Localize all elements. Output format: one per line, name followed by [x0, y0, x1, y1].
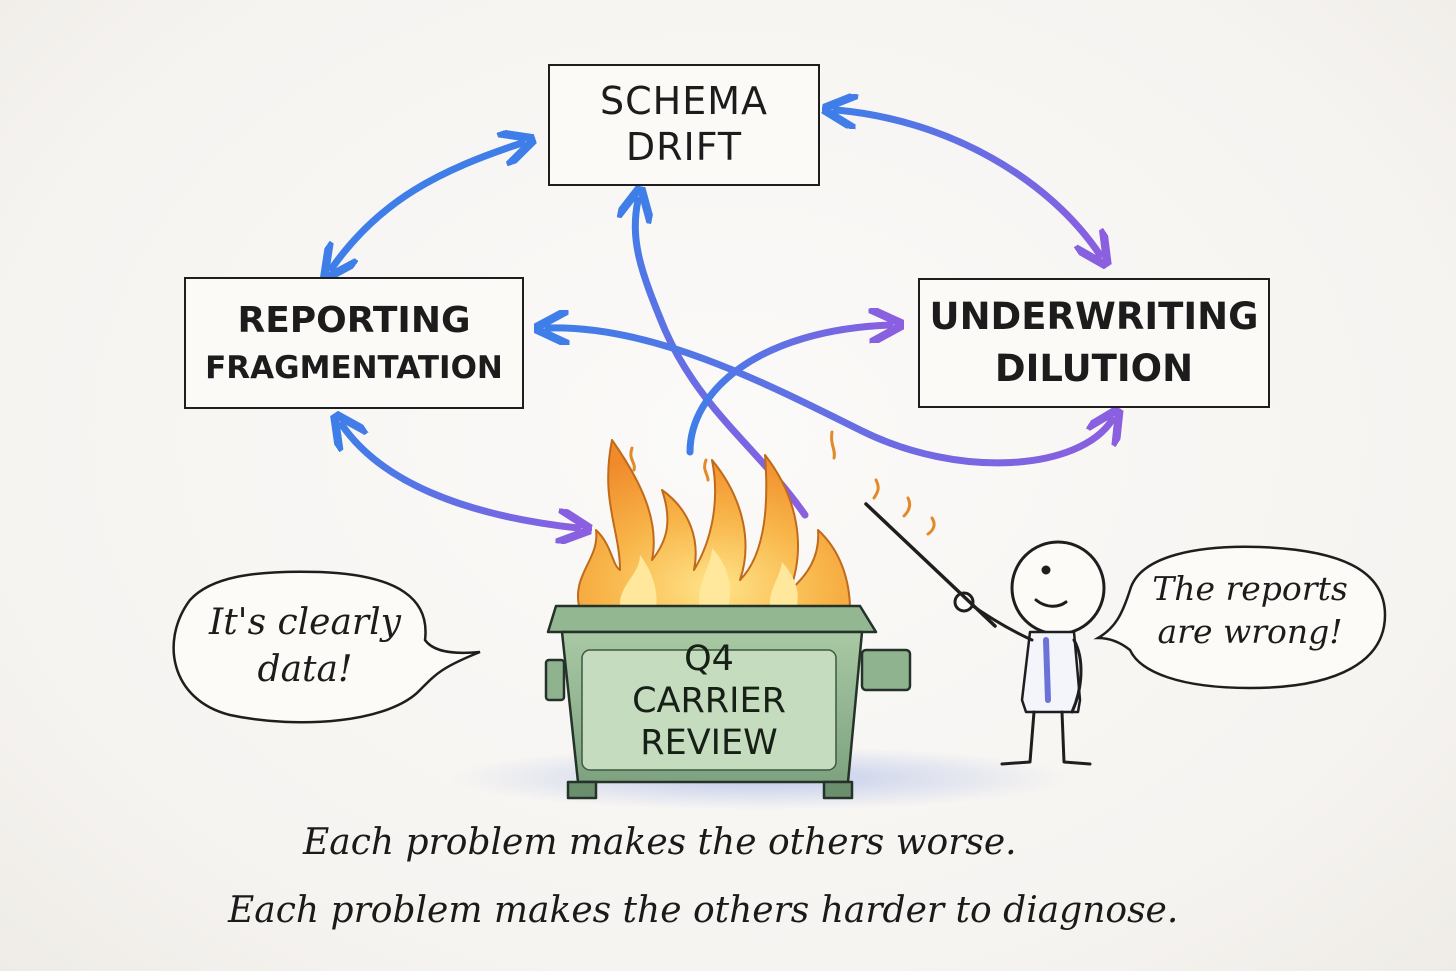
left-speech-line2: data!	[257, 648, 353, 690]
arrow-fire-to-schema	[635, 200, 809, 519]
schema-drift-line1: SCHEMA	[599, 79, 769, 124]
stick-figure	[864, 502, 1106, 766]
dumpster-label: Q4 CARRIER REVIEW	[598, 638, 820, 764]
arrow-reporting-to-schema	[332, 143, 522, 268]
right-speech-line1: The reports	[1152, 569, 1348, 608]
caption-line-2: Each problem makes the others harder to …	[228, 890, 1179, 931]
dumpster-label-line2: CARRIER	[632, 681, 786, 721]
left-speech-text: It's clearly data!	[190, 600, 420, 694]
dumpster-label-line1: Q4	[684, 639, 734, 679]
right-speech-bubble	[1093, 545, 1387, 690]
right-speech-line2: are wrong!	[1157, 611, 1343, 651]
left-speech-bubble	[172, 570, 481, 724]
fire-flames	[577, 430, 936, 616]
left-speech-line1: It's clearly	[208, 602, 401, 643]
reporting-fragmentation-line1: REPORTING	[237, 299, 471, 341]
underwriting-dilution-line1: UNDERWRITING	[929, 294, 1259, 338]
underwriting-dilution-box: UNDERWRITING DILUTION	[918, 278, 1270, 408]
caption-line-1: Each problem makes the others worse.	[303, 822, 1017, 863]
dumpster	[544, 604, 912, 800]
dumpster-label-line3: REVIEW	[640, 723, 778, 763]
underwriting-dilution-line2: DILUTION	[994, 347, 1194, 390]
reporting-fragmentation-line2: FRAGMENTATION	[205, 350, 503, 386]
schema-drift-line2: DRIFT	[625, 125, 743, 169]
schema-drift-box: SCHEMA DRIFT	[548, 64, 820, 186]
arrow-schema-to-underwriting	[836, 110, 1100, 255]
reporting-fragmentation-box: REPORTING FRAGMENTATION	[184, 277, 524, 409]
arrow-reporting-to-dumpster	[342, 425, 578, 528]
right-speech-text: The reports are wrong!	[1130, 568, 1370, 654]
arrow-underwriting-to-reporting	[548, 328, 1112, 467]
